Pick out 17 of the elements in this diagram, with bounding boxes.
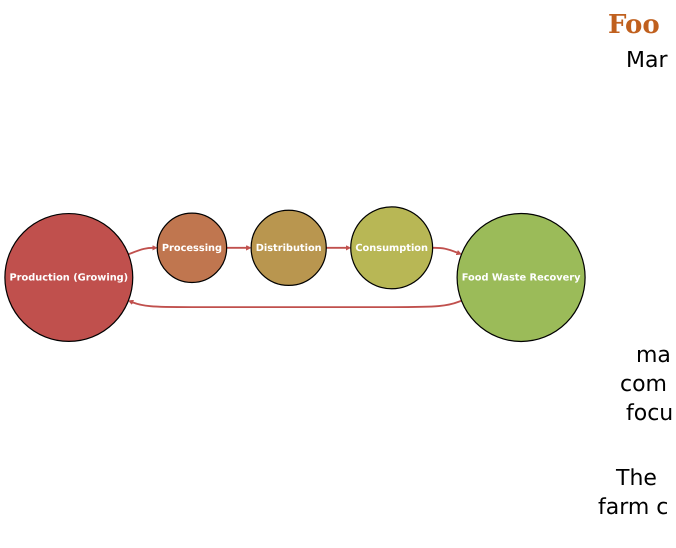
node-circle: Processing — [156, 212, 228, 283]
text-fragment: farm c — [598, 495, 670, 520]
node-circle: Distribution — [250, 209, 327, 286]
text-fragment: The — [616, 466, 658, 491]
text-fragment: ma — [636, 343, 672, 368]
text-fragment: focu — [626, 401, 674, 426]
arrow — [128, 300, 462, 308]
arrow — [326, 244, 351, 250]
text-fragment: com — [620, 372, 668, 397]
node-circle: Food Waste Recovery — [456, 212, 586, 342]
arrow — [432, 246, 462, 255]
node-circle: Production (Growing) — [4, 212, 134, 342]
arrow — [226, 244, 252, 250]
node-circle: Consumption — [350, 206, 434, 290]
heading: Foo — [608, 10, 661, 40]
arrow — [128, 244, 158, 255]
text-fragment: Mar — [626, 48, 669, 73]
